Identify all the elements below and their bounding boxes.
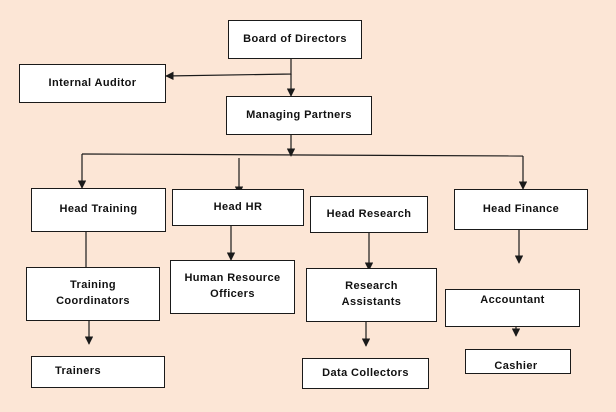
node-trainers: Trainers xyxy=(31,356,165,388)
department-bus xyxy=(81,153,524,157)
node-cashier: Cashier xyxy=(465,349,571,374)
node-head-research: Head Research xyxy=(310,196,428,233)
node-label: Head Finance xyxy=(482,202,560,215)
node-label-line-2: Officers xyxy=(210,288,255,300)
node-label: Trainers xyxy=(54,365,101,378)
node-label: Cashier xyxy=(494,359,538,372)
node-label: Board of Directors xyxy=(243,32,347,45)
node-label-line-1: Human Resource xyxy=(184,272,281,285)
node-research-assistants: Research Assistants xyxy=(306,268,437,322)
node-label: Head HR xyxy=(213,200,263,213)
node-internal-auditor: Internal Auditor xyxy=(19,64,166,103)
node-label-line-2: Assistants xyxy=(341,296,402,308)
node-head-training: Head Training xyxy=(31,188,166,232)
node-label: Internal Auditor xyxy=(48,76,137,89)
node-label-line-1: Training xyxy=(70,279,116,292)
node-human-resource-officers: Human Resource Officers xyxy=(170,260,295,314)
node-label: Head Research xyxy=(326,207,412,220)
node-label: Managing Partners xyxy=(246,108,352,121)
node-head-hr: Head HR xyxy=(172,189,304,226)
node-label-line-1: Research xyxy=(345,280,398,293)
node-label: Accountant xyxy=(480,294,545,307)
node-training-coordinators: Training Coordinators xyxy=(26,267,160,321)
node-board-of-directors: Board of Directors xyxy=(228,20,362,59)
node-head-finance: Head Finance xyxy=(454,189,588,230)
node-managing-partners: Managing Partners xyxy=(226,96,372,135)
node-label: Data Collectors xyxy=(322,366,409,379)
node-accountant: Accountant xyxy=(445,289,580,327)
node-label: Head Training xyxy=(59,203,138,216)
node-data-collectors: Data Collectors xyxy=(302,358,429,389)
edge-board-to-auditor xyxy=(165,59,292,81)
node-label-line-2: Coordinators xyxy=(56,295,130,307)
